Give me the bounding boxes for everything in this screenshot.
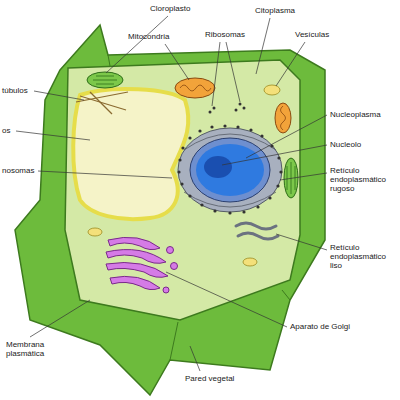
golgi-apparatus [106, 237, 178, 293]
part-label: Pared vegetal [185, 374, 265, 383]
nucleolus [204, 156, 232, 178]
part-label: Citoplasma [255, 6, 315, 15]
ribosomes [209, 103, 246, 114]
nucleoplasm [196, 144, 264, 196]
leader-lines [16, 16, 327, 371]
chloroplast [284, 158, 298, 198]
wall-edge [282, 290, 290, 300]
nuclear-envelope [190, 138, 270, 202]
part-label: túbulos [2, 86, 42, 95]
part-label: Mitocondria [128, 32, 188, 41]
er-fold [184, 134, 276, 207]
rough-er [178, 128, 282, 212]
wall-edge [108, 55, 110, 66]
part-label: Cloroplasto [150, 4, 210, 13]
mitochondrion [175, 78, 215, 98]
vacuole [73, 89, 188, 219]
microtubule [90, 92, 112, 114]
vesicle [264, 85, 280, 95]
microtubule [80, 96, 126, 110]
wall-edge [170, 322, 178, 360]
mitochondrion [275, 103, 291, 133]
part-label: Vesículas [295, 30, 345, 39]
part-label: Membrana plasmática [6, 340, 66, 358]
cytoplasm [65, 60, 300, 320]
smooth-er [236, 223, 278, 239]
chloroplast [87, 72, 123, 88]
cristae [281, 106, 286, 130]
part-label: Retículo endoplasmático rugoso [330, 166, 396, 194]
part-label: Retículo endoplasmático liso [330, 243, 396, 271]
ribosomes [177, 124, 282, 214]
part-label: Ribosomas [205, 30, 255, 39]
part-label: Aparato de Golgi [290, 322, 380, 331]
part-label: nosomas [2, 166, 42, 175]
vesicle [88, 228, 102, 236]
part-label: os [2, 126, 22, 135]
cristae [180, 85, 211, 91]
thylakoid [93, 76, 117, 84]
cell-wall [15, 25, 325, 395]
vesicle [243, 258, 257, 266]
part-label: Nucleolo [330, 140, 396, 149]
part-label: Nucleoplasma [330, 110, 396, 119]
